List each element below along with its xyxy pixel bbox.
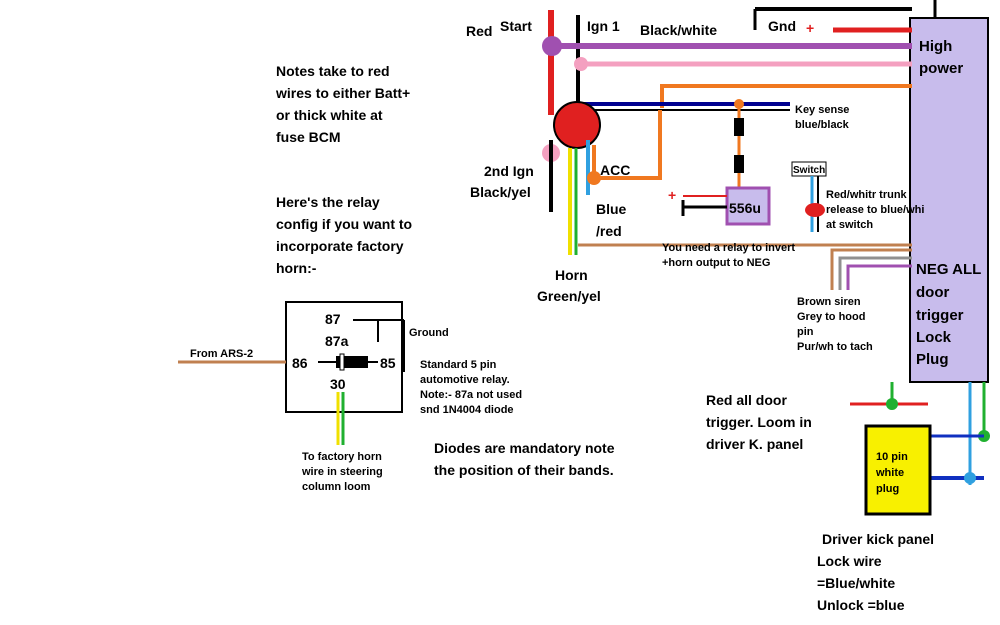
relay-note-line-2: +horn output to NEG	[662, 257, 770, 269]
gnd-plus-label: +	[806, 20, 814, 36]
relay-pin-86: 86	[292, 355, 308, 371]
acc-label: ACC	[600, 162, 630, 178]
relay-pin-87a: 87a	[325, 333, 349, 349]
diodes-line-1: Diodes are mandatory note	[434, 440, 615, 456]
diode-1	[734, 118, 744, 136]
second-ign-label-2: Black/yel	[470, 184, 531, 200]
neg-line-1: NEG ALL	[916, 261, 981, 278]
aux-line-1: Brown siren	[797, 296, 861, 308]
black-white-label: Black/white	[640, 22, 717, 38]
relay-desc-line-1: Standard 5 pin	[420, 359, 497, 371]
relay-pin-87: 87	[325, 311, 341, 327]
start-label: Start	[500, 18, 532, 34]
kick-line-1: Driver kick panel	[822, 531, 934, 547]
orange-wire-top	[660, 84, 912, 108]
high-power-line-1: High	[919, 38, 952, 55]
high-power-line-2: power	[919, 60, 963, 77]
start-node	[542, 36, 562, 56]
relay-desc-line-4: snd 1N4004 diode	[420, 404, 514, 416]
key-sense-line-2: blue/black	[795, 119, 850, 131]
relay-pin-30: 30	[330, 376, 346, 392]
relay-note-line-1: You need a relay to invert	[662, 242, 795, 254]
neg-line-4: Lock	[916, 329, 952, 346]
switch-label: Switch	[793, 165, 825, 176]
aux-line-3: pin	[797, 326, 814, 338]
brown-siren-wire	[830, 248, 912, 290]
ignition-switch	[553, 101, 601, 149]
notes-line-1: Notes take to red	[276, 63, 390, 79]
timer-label: 556u	[729, 200, 761, 216]
second-ign-label-1: 2nd Ign	[484, 163, 534, 179]
diode-node	[734, 99, 744, 109]
acc-orange-wire	[600, 110, 662, 180]
blue-red-label-2: /red	[596, 223, 622, 239]
notes-line-3: or thick white at	[276, 107, 383, 123]
plug-line-2: white	[875, 467, 904, 479]
trunk-release-node	[805, 203, 825, 217]
trunk-line-2: release to blue/whi	[826, 204, 924, 216]
horn-wire-line-3: column loom	[302, 481, 371, 493]
horn-wire-line-2: wire in steering	[301, 466, 383, 478]
relay-diode-band	[339, 353, 345, 371]
timer-plus-label: +	[668, 187, 676, 203]
plug-line-3: plug	[876, 483, 899, 495]
relay-pin-85: 85	[380, 355, 396, 371]
key-sense-line-1: Key sense	[795, 104, 849, 116]
notes-line-2: wires to either Batt+	[275, 85, 410, 101]
aux-line-4: Pur/wh to tach	[797, 341, 873, 353]
kick-line-3: =Blue/white	[817, 575, 895, 591]
kick-line-4: Unlock =blue	[817, 597, 905, 613]
horn-label-1: Horn	[555, 267, 588, 283]
trunk-switch-box	[791, 161, 827, 177]
kick-line-2: Lock wire	[817, 553, 882, 569]
blue-red-label-1: Blue	[596, 201, 627, 217]
neg-line-5: Plug	[916, 351, 949, 368]
pink-node	[574, 57, 588, 71]
high-power-neg-panel	[909, 17, 989, 383]
ign1-label: Ign 1	[587, 18, 620, 34]
acc-node	[587, 171, 601, 185]
notes-line-4: fuse BCM	[276, 129, 341, 145]
red-label: Red	[466, 23, 492, 39]
timer-556u-box	[725, 186, 771, 226]
diodes-line-2: the position of their bands.	[434, 462, 614, 478]
plug-line-1: 10 pin	[876, 451, 908, 463]
relay-ground-label: Ground	[409, 327, 449, 339]
red-trigger-line-2: trigger. Loom in	[706, 414, 812, 430]
trunk-line-3: at switch	[826, 219, 873, 231]
relay-intro-line-2: config if you want to	[276, 216, 412, 232]
neg-line-2: door	[916, 284, 949, 301]
relay-desc-line-2: automotive relay.	[420, 374, 510, 386]
diode-2	[734, 155, 744, 173]
relay-desc-line-3: Note:- 87a not used	[420, 389, 522, 401]
relay-intro-line-3: incorporate factory	[276, 238, 404, 254]
trunk-line-1: Red/whitr trunk	[826, 189, 908, 201]
ten-pin-plug	[864, 424, 932, 516]
lock-node	[964, 472, 976, 484]
red-trigger-line-1: Red all door	[706, 392, 787, 408]
relay-from-label: From ARS-2	[190, 348, 253, 360]
relay-intro-line-1: Here's the relay	[276, 194, 380, 210]
neg-line-3: trigger	[916, 307, 964, 324]
aux-line-2: Grey to hood	[797, 311, 865, 323]
gnd-label: Gnd	[768, 18, 796, 34]
relay-intro-line-4: horn:-	[276, 260, 317, 276]
red-trigger-line-3: driver K. panel	[706, 436, 803, 452]
horn-wire-line-1: To factory horn	[302, 451, 382, 463]
grey-hood-wire	[838, 256, 912, 290]
horn-label-2: Green/yel	[537, 288, 601, 304]
purple-tach-wire	[846, 264, 912, 290]
green-trigger-node	[886, 398, 898, 410]
